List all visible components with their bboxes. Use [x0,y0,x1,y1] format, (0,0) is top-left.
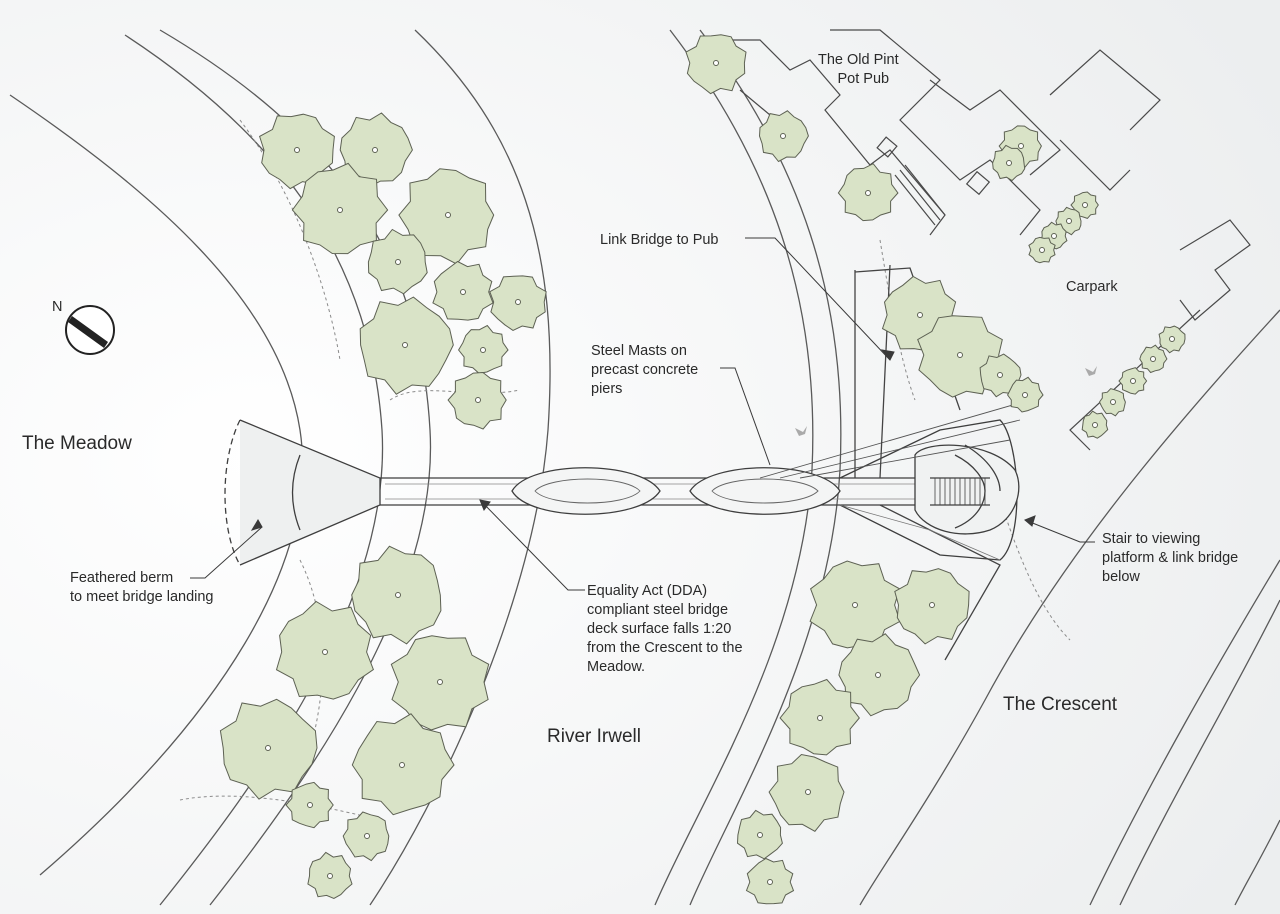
label-equality-act: Equality Act (DDA) compliant steel bridg… [587,582,743,677]
tree-trunk [1066,218,1072,224]
tree-trunk [327,873,333,879]
stair-line-3: below [1102,569,1140,585]
pub-line-2: Pot Pub [837,71,890,87]
tree-trunk [767,879,773,885]
tree-trunk [399,762,405,768]
trees [219,34,1186,905]
bird-icon [795,366,1097,436]
north-arrow-icon [65,305,115,355]
berm-line-1: Feathered berm [70,570,174,586]
label-stair: Stair to viewing platform & link bridge … [1102,530,1238,587]
label-river-irwell: River Irwell [547,726,641,747]
tree-trunk [515,299,521,305]
bridge-structure [224,264,1031,661]
label-link-bridge: Link Bridge to Pub [600,232,719,248]
label-the-crescent: The Crescent [1003,694,1118,715]
tree-trunk [957,352,963,358]
stair-line-2: platform & link bridge [1102,550,1239,566]
tree-trunk [372,147,378,153]
tree-trunk [437,679,443,685]
tree-trunk [1130,378,1136,384]
equality-line-2: compliant steel bridge [587,602,729,618]
tree-trunk [1082,202,1088,208]
masts-line-2: precast concrete [591,362,699,378]
label-carpark: Carpark [1066,279,1118,295]
berm-line-2: to meet bridge landing [70,589,214,605]
tree-trunk [1051,233,1057,239]
tree-trunk [817,715,823,721]
tree-trunk [1018,143,1024,149]
tree-trunk [1169,336,1175,342]
tree-trunk [445,212,451,218]
tree-trunk [757,832,763,838]
tree-trunk [929,602,935,608]
label-the-meadow: The Meadow [22,433,132,454]
tree-trunk [294,147,300,153]
tree-trunk [265,745,271,751]
tree-trunk [1092,422,1098,428]
tree-trunk [1006,160,1012,166]
masts-line-3: piers [591,381,623,397]
equality-line-4: from the Crescent to the [587,640,743,656]
tree-trunk [865,190,871,196]
pub-line-1: The Old Pint [818,52,899,68]
tree-trunk [875,672,881,678]
tree-trunk [475,397,481,403]
equality-line-1: Equality Act (DDA) [587,583,708,599]
stair-line-1: Stair to viewing [1102,531,1201,547]
tree-trunk [1150,356,1156,362]
tree-trunk [1022,392,1028,398]
label-old-pint-pot-pub: The Old Pint Pot Pub [818,51,899,89]
tree-trunk [337,207,343,213]
tree-trunk [780,133,786,139]
tree-trunk [713,60,719,66]
tree-trunk [917,312,923,318]
tree-trunk [805,789,811,795]
tree-trunk [395,592,401,598]
tree-trunk [460,289,466,295]
equality-line-5: Meadow. [587,659,646,675]
label-feathered-berm: Feathered berm to meet bridge landing [70,569,214,607]
tree-trunk [364,833,370,839]
tree-trunk [1039,247,1045,253]
tree-trunk [395,259,401,265]
tree-trunk [480,347,486,353]
tree-trunk [997,372,1003,378]
tree-trunk [402,342,408,348]
leader-lines [190,237,1095,591]
equality-line-3: deck surface falls 1:20 [587,621,732,637]
masts-line-1: Steel Masts on [591,343,687,359]
label-north: N [52,299,63,315]
tree-trunk [307,802,313,808]
tree-trunk [852,602,858,608]
label-steel-masts: Steel Masts on precast concrete piers [591,342,698,399]
tree-trunk [1110,399,1116,405]
tree-trunk [322,649,328,655]
